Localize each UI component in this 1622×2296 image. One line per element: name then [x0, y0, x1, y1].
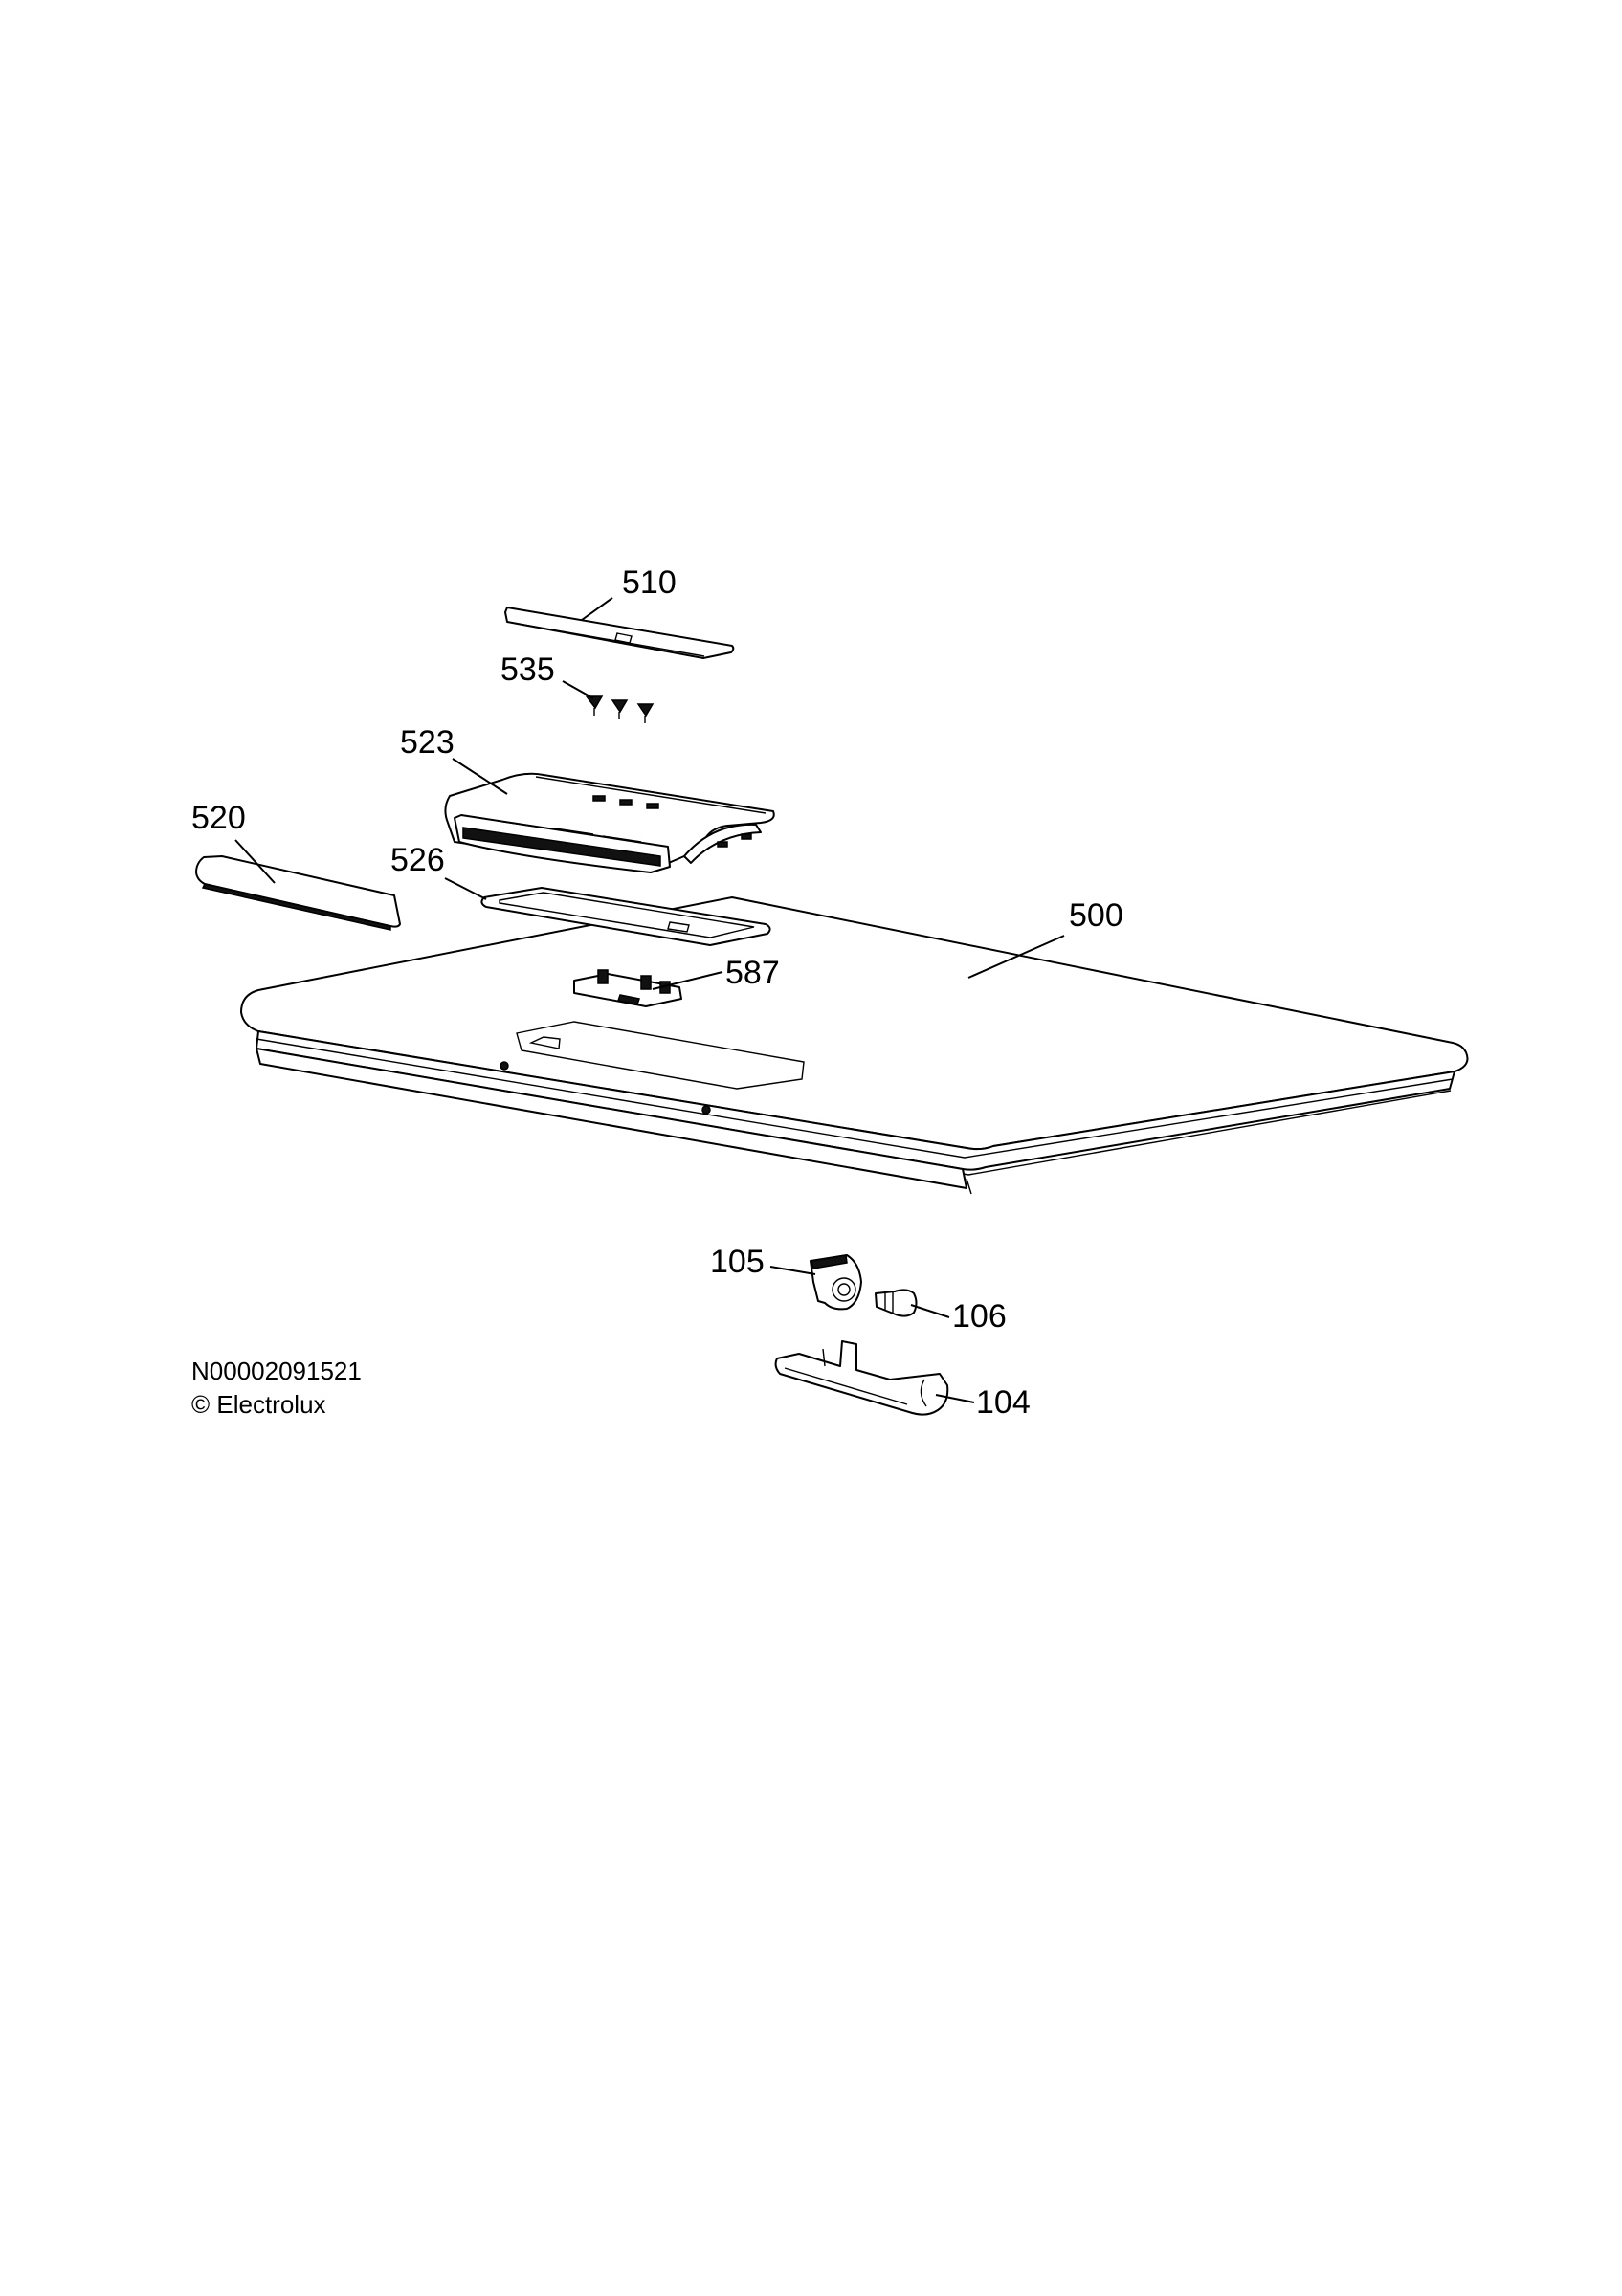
- callout-587: 587: [725, 955, 780, 991]
- leader-104: [935, 1394, 975, 1403]
- part-106-pin: [875, 1289, 918, 1317]
- leader-587: [652, 971, 723, 990]
- part-500-top-panel: [240, 896, 1469, 1195]
- callout-500: 500: [1069, 897, 1123, 934]
- callout-520: 520: [191, 800, 246, 836]
- leader-106: [910, 1304, 950, 1318]
- leader-535: [562, 680, 594, 699]
- part-535-screws: [585, 695, 655, 723]
- callout-535: 535: [500, 651, 555, 688]
- part-104-hinge-cover: [774, 1340, 949, 1416]
- leader-105: [769, 1266, 816, 1275]
- leader-520: [234, 839, 276, 884]
- callout-526: 526: [390, 842, 445, 878]
- leader-526: [444, 877, 487, 900]
- part-526-gasket: [480, 887, 771, 946]
- part-523-control-housing: [444, 772, 775, 873]
- part-520-front-panel: [195, 855, 401, 931]
- part-105-hinge-bracket: [810, 1254, 862, 1311]
- callout-510: 510: [622, 564, 677, 601]
- part-510-trim-strip: [504, 607, 735, 659]
- document-id: N00002091521: [191, 1357, 362, 1385]
- leader-523: [452, 758, 508, 795]
- callout-104: 104: [976, 1384, 1031, 1421]
- leader-510: [581, 597, 613, 621]
- callout-523: 523: [400, 724, 455, 761]
- callout-106: 106: [952, 1298, 1007, 1335]
- leader-500: [967, 935, 1065, 979]
- copyright-notice: © Electrolux: [191, 1390, 326, 1419]
- callout-105: 105: [710, 1244, 765, 1280]
